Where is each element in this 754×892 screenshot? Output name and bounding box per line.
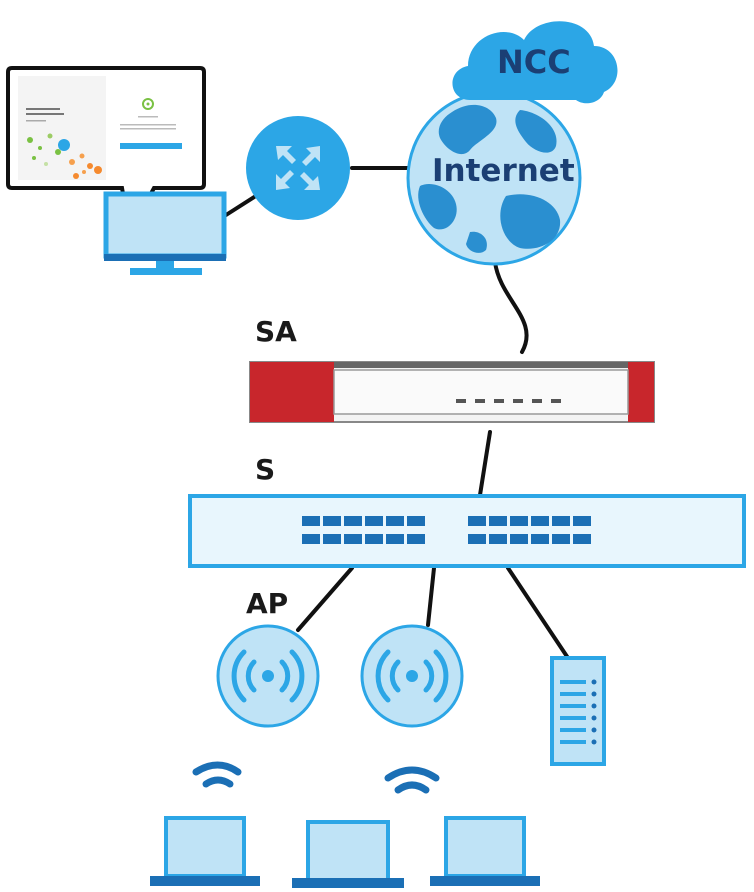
switch-port <box>365 534 383 544</box>
switch-port <box>510 534 528 544</box>
appliance-port-dashes <box>456 399 561 403</box>
connection-lines <box>224 166 570 660</box>
switch-port <box>510 516 528 526</box>
dashboard-dot-art <box>27 133 102 179</box>
switch-port <box>489 534 507 544</box>
server-icon <box>550 656 606 766</box>
switch-port <box>489 516 507 526</box>
switch-port <box>573 516 591 526</box>
internet-label: Internet <box>432 153 575 189</box>
laptop-icon <box>292 820 404 888</box>
link-internet-firewall <box>493 260 529 354</box>
dashboard-text-line <box>120 128 176 130</box>
access-point-icon <box>216 624 320 728</box>
dashboard-text-line <box>120 124 176 126</box>
dashboard-logo-icon <box>142 98 154 110</box>
link-switch-ap1 <box>296 566 354 632</box>
dashboard-text-line <box>138 116 158 118</box>
security-appliance-icon <box>249 361 655 423</box>
switch-port <box>531 534 549 544</box>
dashboard-text-line <box>26 108 60 110</box>
switch-port <box>302 534 320 544</box>
switch-port <box>552 516 570 526</box>
laptop-icon <box>150 816 260 886</box>
switch-port <box>407 534 425 544</box>
internet-globe-icon <box>406 90 582 266</box>
switch-port <box>302 516 320 526</box>
s-label: S <box>255 453 276 486</box>
laptop-icon <box>430 816 540 886</box>
switch-port <box>344 516 362 526</box>
ncc-cloud-icon <box>452 21 618 104</box>
switch-port <box>407 516 425 526</box>
switch-port <box>468 534 486 544</box>
switch-port <box>552 534 570 544</box>
switch-port <box>531 516 549 526</box>
switch-port <box>344 534 362 544</box>
switch-port <box>386 534 404 544</box>
router-icon <box>246 116 350 220</box>
switch-port <box>573 534 591 544</box>
desktop-monitor-icon <box>103 191 227 275</box>
ncc-label: NCC <box>497 43 571 81</box>
wifi-signal-icon <box>192 761 242 788</box>
link-switch-ap2 <box>426 566 436 627</box>
wifi-signal-icon <box>384 766 440 794</box>
sa-label: SA <box>255 315 297 348</box>
switch-port <box>323 534 341 544</box>
switch-port <box>468 516 486 526</box>
dashboard-left-panel <box>18 76 106 180</box>
dashboard-get-started-button <box>120 143 182 149</box>
link-switch-server <box>506 566 570 660</box>
dashboard-text-line <box>26 120 46 122</box>
dashboard-text-line <box>26 113 64 115</box>
ap-label: AP <box>246 587 289 620</box>
switch-icon <box>188 494 746 568</box>
switch-port <box>365 516 383 526</box>
access-point-icon <box>360 624 464 728</box>
link-firewall-switch <box>478 430 492 497</box>
switch-ports <box>302 516 591 544</box>
dashboard-speech-bubble <box>6 66 206 238</box>
switch-port <box>323 516 341 526</box>
switch-port <box>386 516 404 526</box>
